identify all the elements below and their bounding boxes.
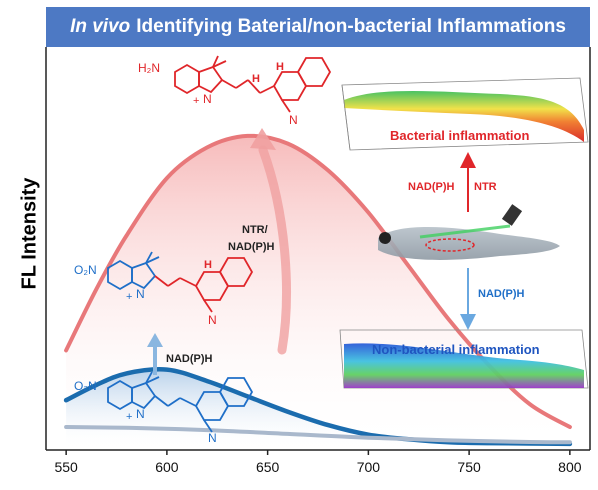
bacterial-surface-plot <box>341 77 589 151</box>
mol-bot-plus: + <box>126 411 132 423</box>
mol-top-h1: H <box>252 73 260 85</box>
mol-top-nh2: H₂N <box>138 61 160 75</box>
bacterial-label: Bacterial inflammation <box>390 128 529 143</box>
mol-bot-n1: N <box>136 407 145 421</box>
mol-mid-no2: O₂N <box>74 263 97 277</box>
molecule-middle <box>107 251 254 313</box>
molecule-bottom <box>107 371 254 433</box>
curved-arrow-head <box>250 128 276 150</box>
curved-arrow-label-2: NAD(P)H <box>228 241 274 253</box>
x-tick-label: 550 <box>54 459 78 475</box>
title-banner: In vivo Identifying Baterial/non-bacteri… <box>46 7 590 47</box>
blue-up-arrow-label: NAD(P)H <box>166 353 212 365</box>
blue-arrow-label: NAD(P)H <box>478 288 524 300</box>
title-text: Identifying Baterial/non-bacterial Infla… <box>136 16 566 37</box>
x-tick-label: 750 <box>457 459 481 475</box>
x-tick-label: 650 <box>256 459 280 475</box>
mol-top-n2: N <box>289 113 298 127</box>
mol-top-n1: N <box>203 92 212 106</box>
x-tick-label: 600 <box>155 459 179 475</box>
blue-up-arrow-head <box>147 333 163 347</box>
x-tick-label: 700 <box>357 459 381 475</box>
curved-arrow <box>258 145 291 355</box>
series-line-3 <box>64 425 572 445</box>
mol-mid-n2: N <box>208 313 217 327</box>
mol-top-h2: H <box>276 61 284 73</box>
mol-mid-h: H <box>204 259 212 271</box>
red-arrow-left-label: NAD(P)H <box>408 181 454 193</box>
title-italic: In vivo <box>70 16 131 37</box>
x-tick-label: 800 <box>558 459 582 475</box>
nonbacterial-label: Non-bacterial inflammation <box>372 342 540 357</box>
nonbacterial-surface-plot <box>339 329 589 389</box>
mol-top-plus: + <box>193 95 199 107</box>
x-ticks: 550 600 650 700 750 800 <box>54 450 582 475</box>
red-arrow-right-label: NTR <box>474 181 497 193</box>
mol-bot-n2: N <box>208 431 217 445</box>
mol-mid-n1: N <box>136 287 145 301</box>
mol-bot-no2: O₂N <box>74 379 97 393</box>
zebrafish-image <box>378 204 560 260</box>
molecule-top <box>174 55 332 113</box>
curved-arrow-label-1: NTR/ <box>242 224 268 236</box>
mol-mid-plus: + <box>126 291 132 303</box>
